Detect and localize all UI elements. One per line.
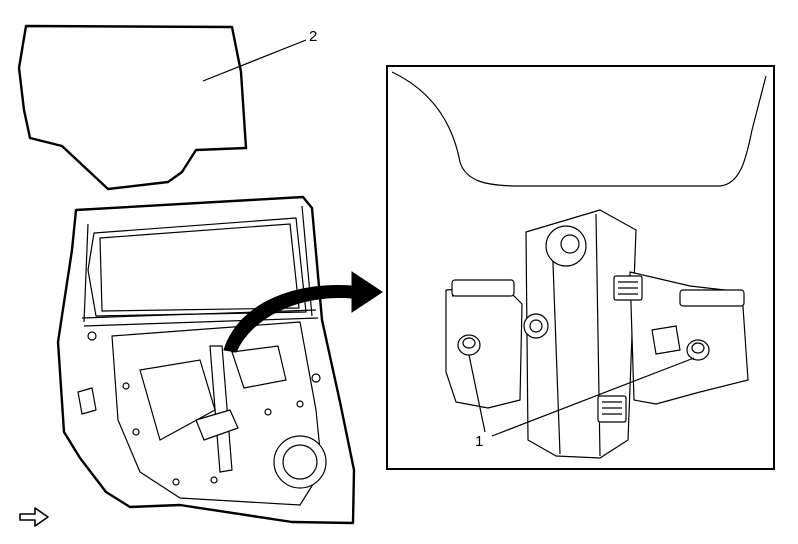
curved-arrow-icon — [223, 271, 383, 353]
callout-label-2: 2 — [309, 28, 317, 45]
front-arrow-icon — [19, 507, 49, 527]
leader-line-2 — [202, 39, 307, 82]
bolt-left — [457, 334, 481, 356]
detail-view — [386, 65, 775, 470]
detail-glass-edge — [391, 71, 767, 187]
bolt-right — [686, 339, 710, 361]
leader-line-1b — [491, 357, 695, 437]
callout-1-group: 1 — [468, 354, 695, 450]
door-assembly — [56, 195, 356, 525]
window-glass — [17, 24, 248, 191]
callout-2-group: 2 — [202, 28, 317, 82]
callout-label-1: 1 — [475, 433, 483, 450]
leader-line-1a — [468, 354, 486, 433]
